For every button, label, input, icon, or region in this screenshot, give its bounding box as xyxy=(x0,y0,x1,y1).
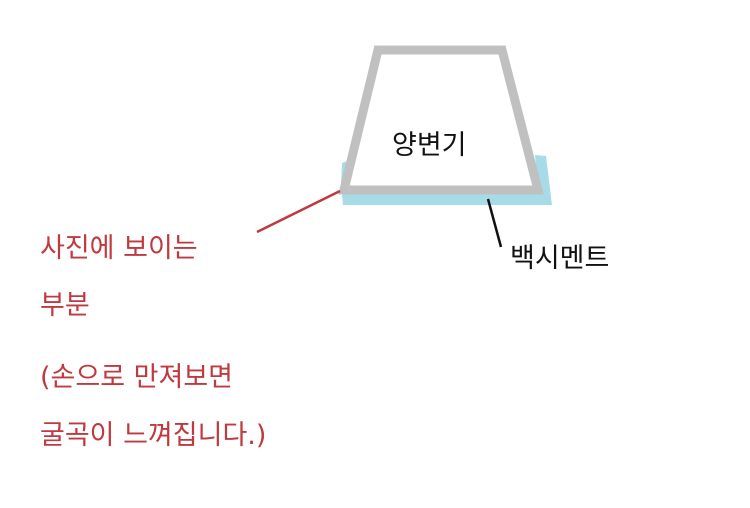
urinal-label: 양변기 xyxy=(392,130,467,161)
cement-label: 백시멘트 xyxy=(510,243,610,274)
visible-part-label-line1: 사진에 보이는 xyxy=(40,233,198,264)
note-line2: 굴곡이 느껴집니다.) xyxy=(40,420,267,451)
urinal-shape xyxy=(338,45,544,195)
cement-leader-line xyxy=(486,198,503,248)
visible-part-label-line2: 부분 xyxy=(40,290,90,321)
visible-part-leader-line xyxy=(256,189,341,234)
note-line1: (손으로 만져보면 xyxy=(40,362,233,393)
